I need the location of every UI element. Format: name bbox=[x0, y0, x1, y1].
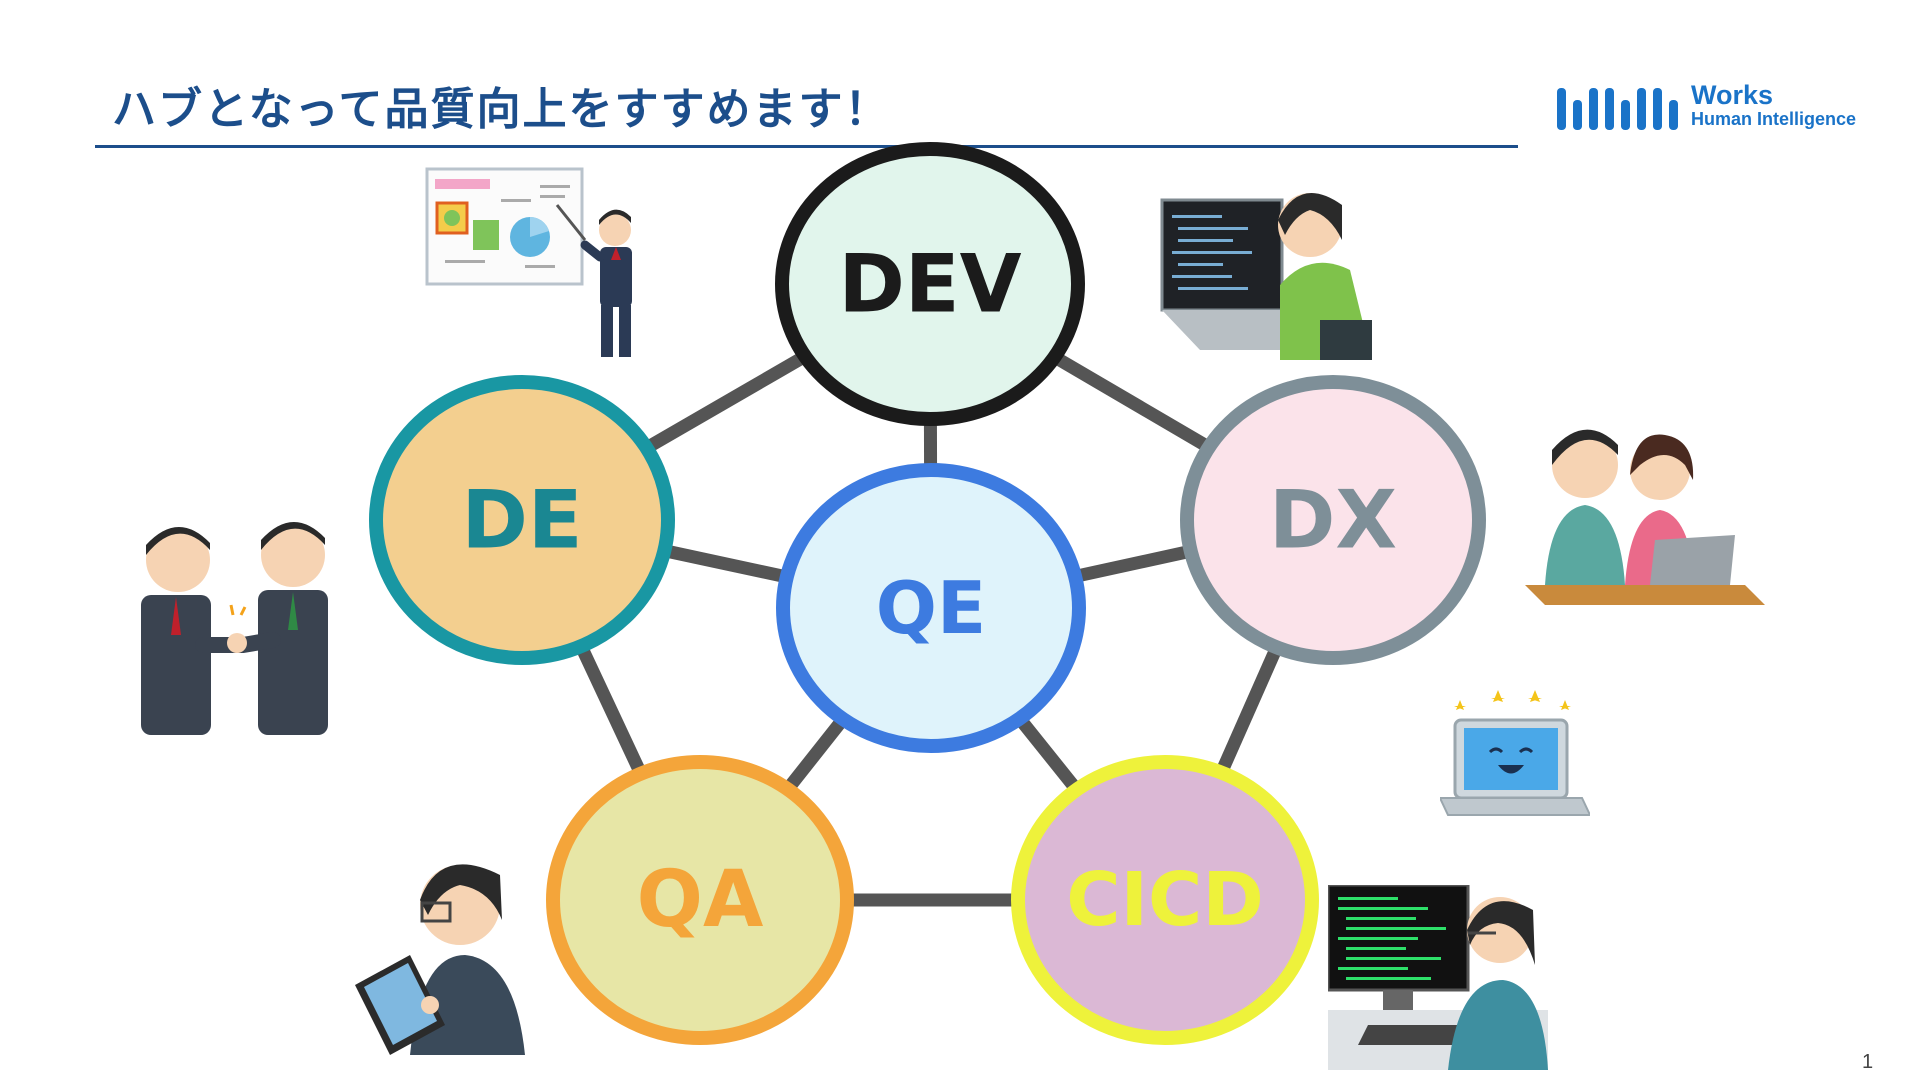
node-qa-label: QA bbox=[637, 855, 764, 945]
node-de-label: DE bbox=[461, 474, 582, 567]
node-dx: DX bbox=[1180, 375, 1486, 665]
node-de-circle bbox=[369, 375, 675, 665]
node-qa-circle bbox=[546, 755, 854, 1045]
programmer-illustration bbox=[1160, 193, 1372, 360]
logo-subtitle: Human Intelligence bbox=[1691, 109, 1857, 129]
pair-laptop-illustration bbox=[1525, 429, 1765, 605]
node-dev: DEV bbox=[775, 142, 1085, 426]
logo-mark-icon bbox=[1557, 88, 1678, 130]
handshake-illustration bbox=[141, 521, 328, 735]
node-qa: QA bbox=[546, 755, 854, 1045]
node-dx-circle bbox=[1180, 375, 1486, 665]
smiling-laptop-illustration bbox=[1440, 690, 1590, 816]
node-cicd-label: CICD bbox=[1066, 857, 1264, 943]
logo-word: Works bbox=[1691, 80, 1774, 110]
node-dx-label: DX bbox=[1269, 474, 1397, 567]
node-cicd-circle bbox=[1011, 755, 1319, 1045]
node-dev-circle bbox=[775, 142, 1085, 426]
node-qe-circle bbox=[776, 463, 1086, 753]
diagram-nodes: DEV DE DX QE QA CICD bbox=[369, 142, 1486, 1045]
terminal-coder-illustration bbox=[1328, 885, 1548, 1070]
presenter-illustration bbox=[425, 167, 632, 357]
title-underline bbox=[95, 145, 1518, 148]
node-qe: QE bbox=[776, 463, 1086, 753]
tablet-user-illustration bbox=[355, 864, 525, 1055]
node-dev-label: DEV bbox=[839, 238, 1022, 331]
company-logo: Works Human Intelligence bbox=[1555, 80, 1865, 132]
slide-title: ハブとなって品質向上をすすめます！ bbox=[112, 84, 891, 135]
node-cicd: CICD bbox=[1011, 755, 1319, 1045]
node-de: DE bbox=[369, 375, 675, 665]
node-qe-label: QE bbox=[876, 566, 986, 650]
page-number: 1 bbox=[1862, 1051, 1874, 1073]
